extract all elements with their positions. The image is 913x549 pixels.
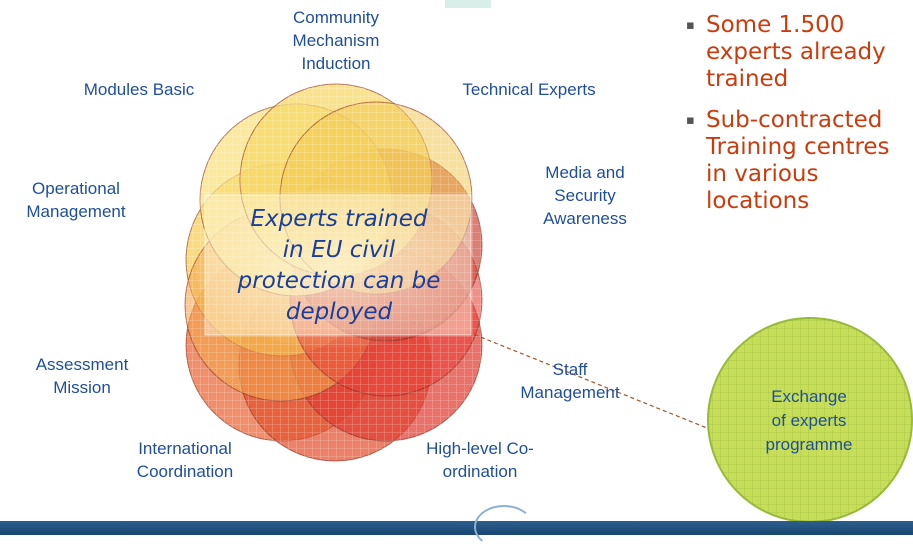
label-modules-basic: Modules Basic	[54, 78, 224, 101]
center-line-2: in EU civil	[282, 237, 396, 263]
footer-bar	[0, 521, 913, 535]
footer-logo-icon	[474, 505, 534, 549]
label-line: ordination	[442, 462, 518, 481]
label-line: Coordination	[136, 462, 234, 481]
bullet-list: ▪ Some 1.500 experts already trained ▪ S…	[686, 12, 913, 229]
label-line: Operational	[32, 179, 120, 198]
exchange-line: of experts	[771, 411, 847, 430]
bullet-square-icon: ▪	[686, 18, 695, 33]
label-line: Community	[293, 8, 379, 27]
connector-line	[467, 331, 713, 431]
label-line: High-level Co-	[426, 439, 534, 458]
label-line: Mechanism	[292, 31, 380, 50]
label-line: Induction	[301, 54, 371, 73]
center-glow	[196, 188, 476, 348]
label-line: Technical Experts	[462, 80, 596, 99]
label-line: Mission	[53, 378, 111, 397]
exchange-grid-texture	[708, 318, 912, 522]
center-line-4: deployed	[285, 299, 393, 325]
label-highlevel-coordination: High-level Co- ordination	[400, 437, 560, 483]
bullet-item: ▪ Some 1.500 experts already trained	[686, 12, 913, 93]
label-international-coordination: International Coordination	[110, 437, 260, 483]
label-line: Media and	[545, 163, 625, 182]
label-community-mechanism: Community Mechanism Induction	[256, 6, 416, 75]
exchange-line: programme	[765, 435, 853, 454]
center-line-3: protection can be	[237, 268, 441, 294]
label-line: Management	[26, 202, 126, 221]
label-line: Management	[520, 383, 620, 402]
center-caption: Experts trained in EU civil protection c…	[208, 204, 470, 328]
label-line: Awareness	[543, 209, 627, 228]
bullet-square-icon: ▪	[686, 113, 695, 128]
label-technical-experts: Technical Experts	[434, 78, 624, 101]
label-operational-management: Operational Management	[6, 177, 146, 223]
label-line: Modules Basic	[83, 80, 195, 99]
petal-diagram	[143, 80, 913, 523]
label-line: Security	[554, 186, 616, 205]
label-media-security: Media and Security Awareness	[520, 161, 650, 230]
label-staff-management: Staff Management	[500, 358, 640, 404]
center-line-1: Experts trained	[250, 206, 428, 232]
label-line: International	[138, 439, 232, 458]
exchange-caption: Exchange of experts programme	[740, 385, 878, 457]
bullet-text: Sub-contracted Training centres in vario…	[706, 107, 890, 214]
label-assessment-mission: Assessment Mission	[22, 353, 142, 399]
bullet-text: Some 1.500 experts already trained	[706, 12, 886, 92]
label-line: Staff	[552, 360, 588, 379]
exchange-line: Exchange	[771, 387, 847, 406]
header-stub	[445, 0, 491, 8]
bullet-item: ▪ Sub-contracted Training centres in var…	[686, 107, 913, 215]
label-line: Assessment	[35, 355, 129, 374]
